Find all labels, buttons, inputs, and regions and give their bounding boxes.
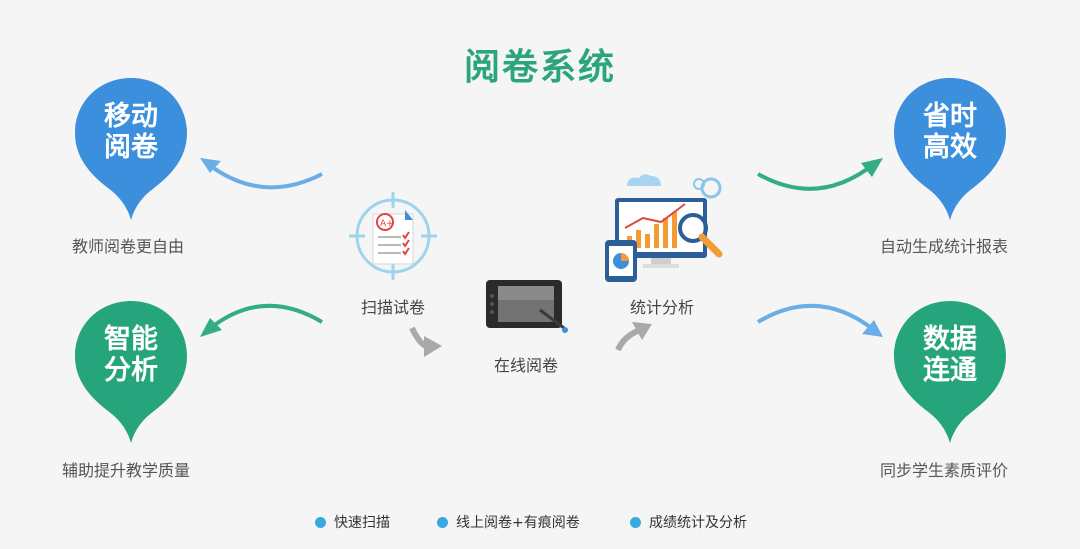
footer-item-label: 快速扫描 (334, 515, 390, 531)
pin-shape (75, 78, 187, 220)
pin-label-line1: 智能 (104, 324, 158, 355)
pin-label-line2: 高效 (923, 132, 977, 163)
pin-caption: 同步学生素质评价 (880, 461, 1009, 480)
step-label-statistics: 统计分析 (629, 298, 694, 317)
footer-item-score-stats: 成绩统计及分析 (630, 512, 747, 532)
pin-label-line2: 连通 (923, 355, 977, 386)
analytics-icon (603, 172, 733, 284)
bullet-dot-icon (437, 517, 448, 528)
step-label-scan: 扫描试卷 (360, 298, 425, 317)
pin-shape (75, 301, 187, 443)
pin-shape (894, 78, 1006, 220)
pin-efficient: 省时 高效 (891, 75, 1009, 225)
arrow-grade-to-stats (615, 327, 642, 352)
pin-caption: 辅助提升教学质量 (62, 461, 191, 480)
pin-caption: 自动生成统计报表 (880, 237, 1009, 256)
arrow-to-mobile (206, 162, 323, 190)
footer-item-online-grading: 线上阅卷+有痕阅卷 (437, 512, 580, 532)
pin-label-line1: 省时 (923, 101, 977, 132)
pin-label-line1: 移动 (104, 101, 158, 132)
arrow-to-smart (206, 303, 324, 332)
pin-shape (894, 301, 1006, 443)
pin-label-line2: 分析 (104, 355, 158, 386)
svg-text:A+: A+ (380, 219, 394, 229)
pin-label-line2: 阅卷 (104, 132, 158, 163)
footer-item-label: 成绩统计及分析 (649, 515, 747, 531)
pin-mobile-grading: 移动 阅卷 (72, 75, 190, 225)
arrow-to-efficient (757, 162, 876, 191)
bullet-dot-icon (630, 517, 641, 528)
pin-data-connected: 数据 连通 (891, 298, 1009, 448)
step-label-online-grading: 在线阅卷 (493, 356, 558, 375)
pin-label-line1: 数据 (923, 324, 977, 355)
pin-caption: 教师阅卷更自由 (72, 237, 185, 256)
arrow-to-connected (756, 303, 876, 332)
pin-smart-analysis: 智能 分析 (72, 298, 190, 448)
page-title: 阅卷系统 (463, 47, 616, 88)
scan-paper-icon: A+ (347, 190, 439, 282)
footer-item-quick-scan: 快速扫描 (315, 512, 390, 532)
bullet-dot-icon (315, 517, 326, 528)
tablet-icon (484, 278, 570, 336)
footer-item-label: 线上阅卷+有痕阅卷 (456, 515, 580, 531)
